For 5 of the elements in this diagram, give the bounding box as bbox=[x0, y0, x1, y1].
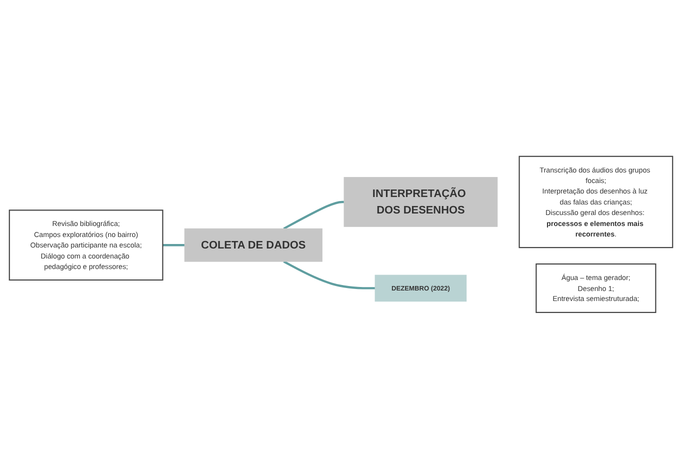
connector bbox=[283, 200, 344, 230]
connector bbox=[283, 260, 376, 290]
heading-box: COLETA DE DADOS bbox=[184, 228, 322, 262]
connector bbox=[162, 244, 185, 246]
heading-box: INTERPRETAÇÃO DOS DESENHOS bbox=[344, 177, 498, 227]
